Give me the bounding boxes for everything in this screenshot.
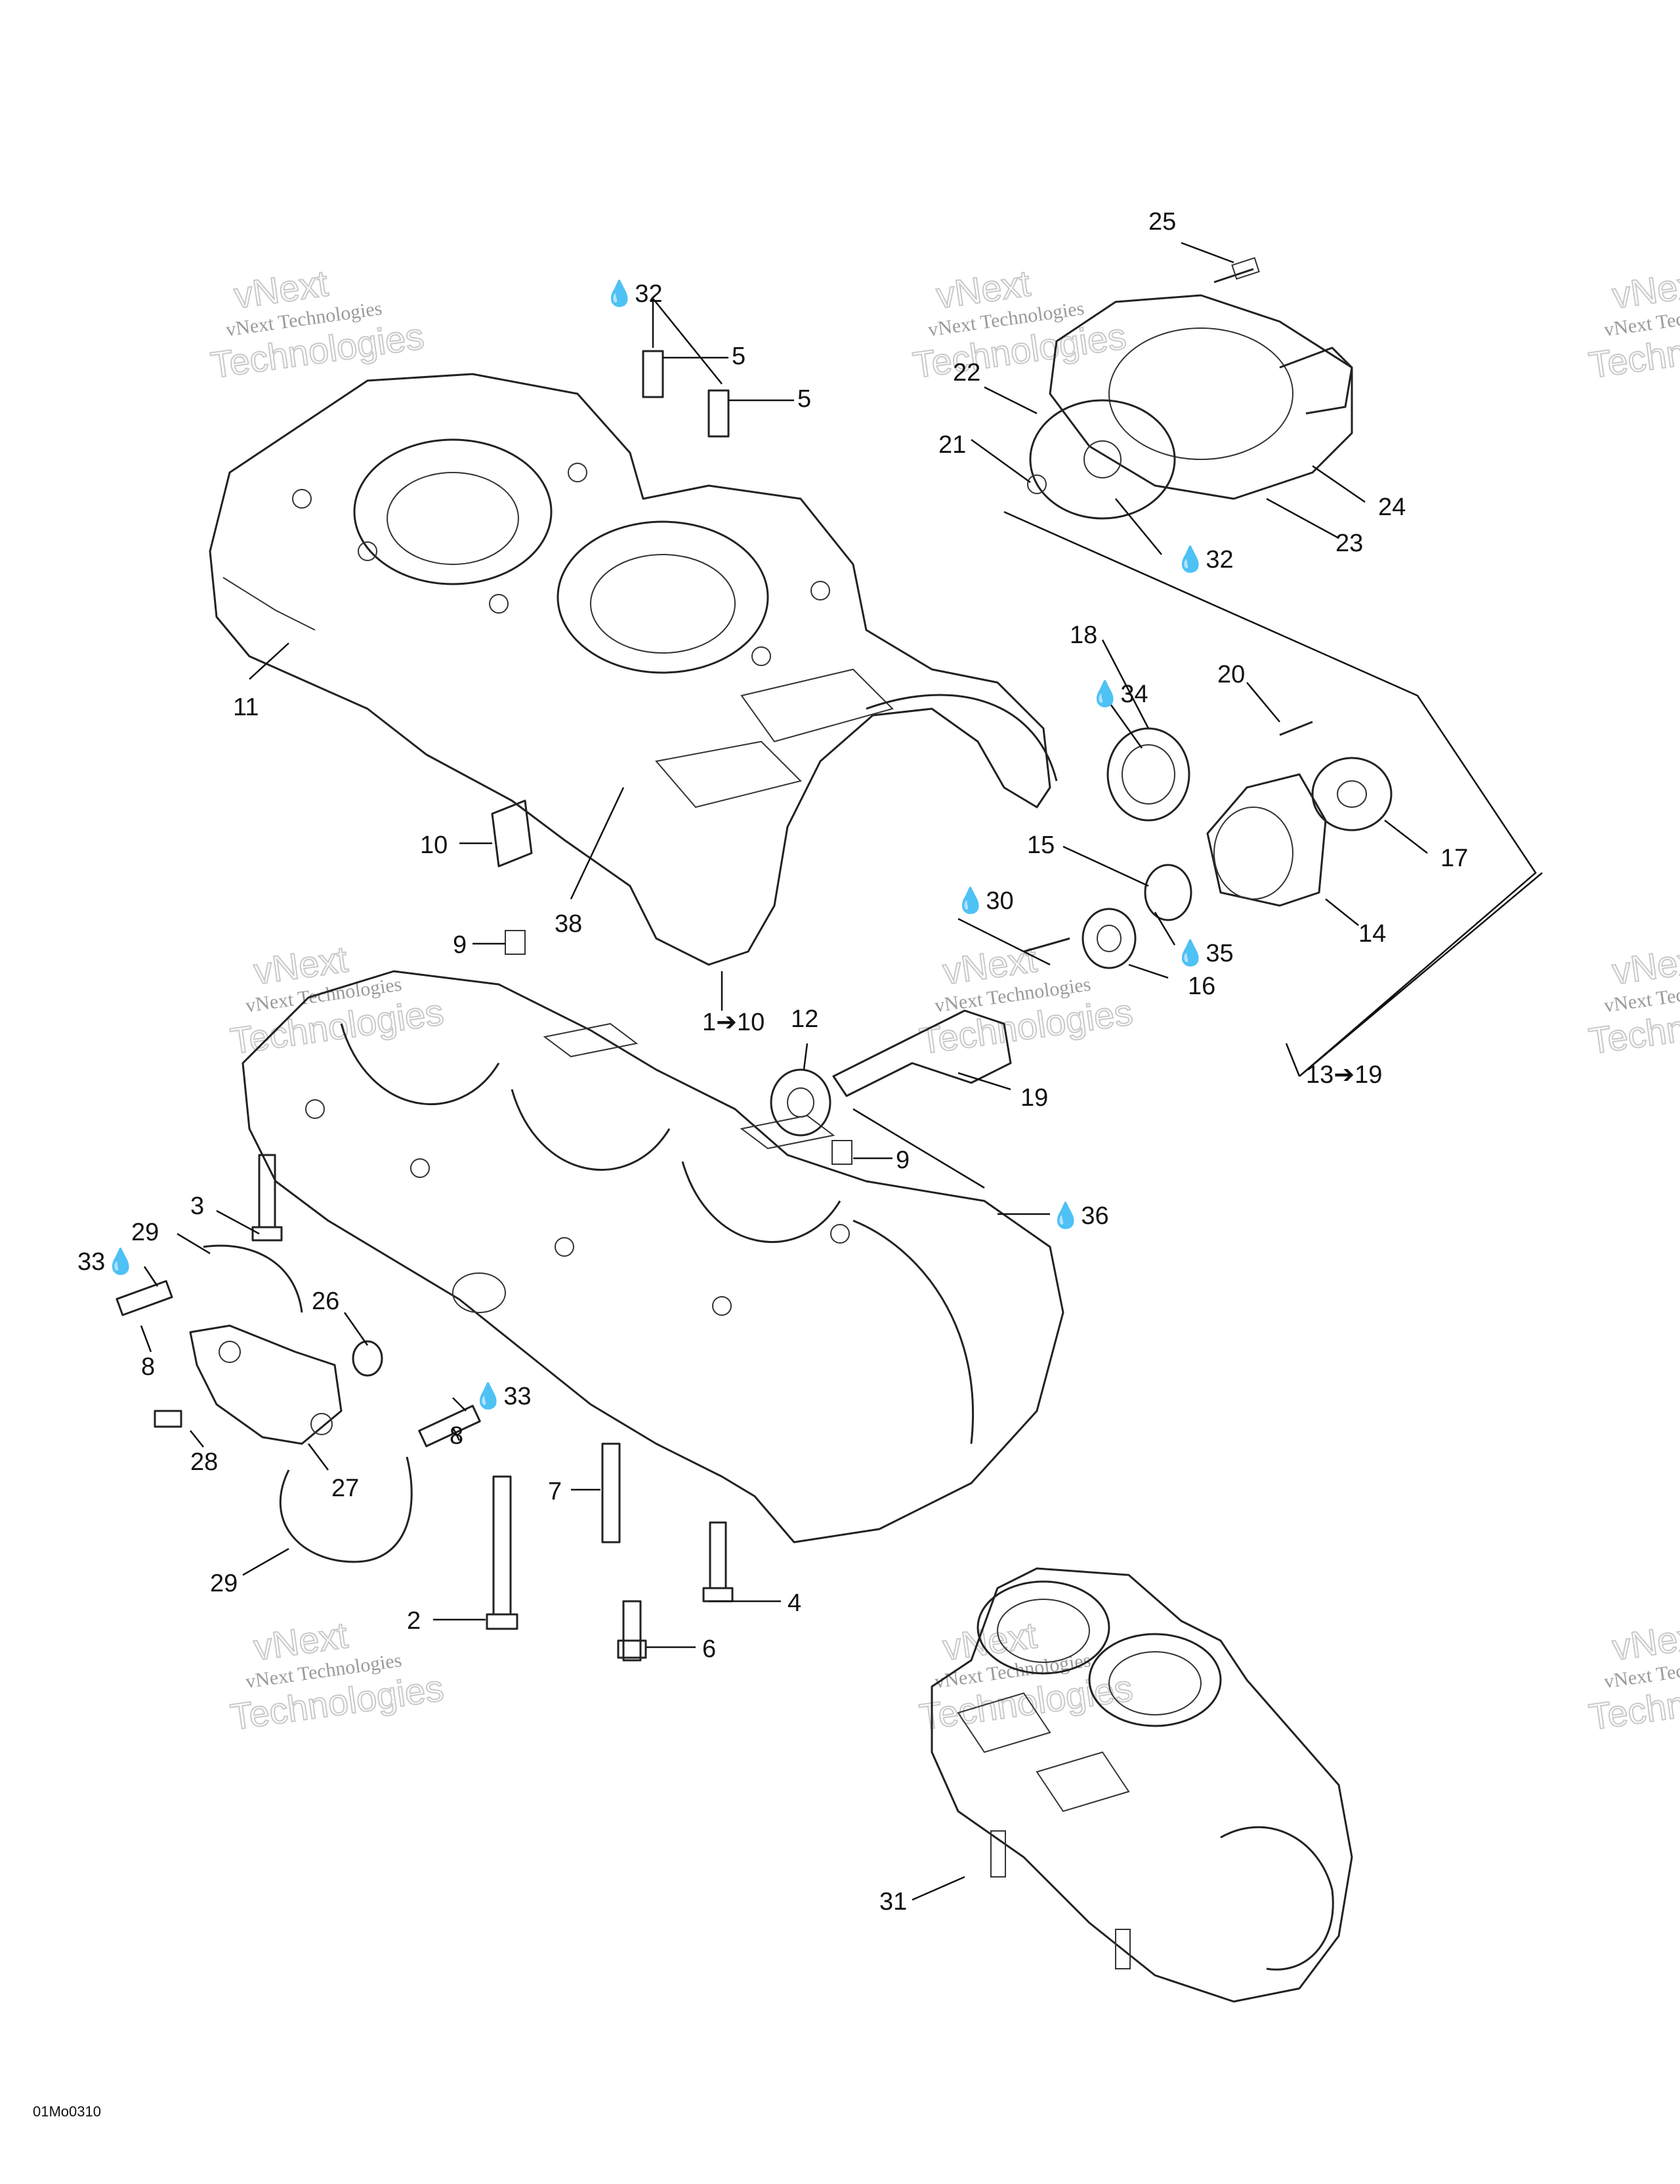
callout-24: 24 — [1378, 494, 1406, 521]
callout-25: 25 — [1148, 208, 1176, 236]
oil-drop-icon: 💧 — [955, 886, 986, 915]
svg-text:vNext: vNext — [1610, 938, 1680, 992]
oil-drop-icon: 💧 — [472, 1381, 503, 1410]
callout-32b: 💧32 — [1175, 545, 1234, 574]
callout-8b: 8 — [450, 1422, 463, 1450]
watermark: vNext vNext Technologies Technologies — [910, 262, 1129, 387]
callout-18: 18 — [1070, 621, 1097, 649]
callout-8a: 8 — [141, 1353, 155, 1381]
callout-38: 38 — [555, 910, 582, 938]
callout-22: 22 — [953, 359, 980, 387]
callout-5a: 5 — [732, 343, 746, 370]
callout-36: 💧36 — [1050, 1201, 1109, 1230]
lower-crankcase-drawing — [242, 970, 1064, 1544]
callout-17: 17 — [1440, 845, 1468, 872]
oil-drop-icon: 💧 — [105, 1247, 136, 1276]
callout-32a: 💧32 — [604, 279, 663, 308]
upper-crankcase-drawing — [209, 373, 1058, 966]
callout-21: 21 — [938, 431, 966, 459]
oil-pump-group-drawing — [116, 1244, 481, 1563]
callout-6: 6 — [702, 1635, 716, 1663]
callout-16: 16 — [1188, 973, 1215, 1000]
watermark: vNext vNext Technologies Technologies — [1586, 938, 1680, 1062]
callout-9a: 9 — [453, 931, 467, 959]
leader-lines — [140, 242, 1543, 1901]
watermark: vNext vNext Technologies Technologies — [227, 938, 446, 1062]
callout-20: 20 — [1217, 661, 1245, 688]
shaft-group-drawing — [491, 721, 1393, 1165]
callout-4: 4 — [788, 1589, 801, 1617]
callout-19: 19 — [1020, 1084, 1048, 1112]
callout-5b: 5 — [797, 385, 811, 413]
svg-text:vNext: vNext — [1610, 262, 1680, 316]
callout-26: 26 — [312, 1288, 339, 1315]
callout-9b: 9 — [896, 1146, 910, 1174]
fasteners-drawing — [251, 350, 734, 1662]
watermark: vNext vNext Technologies Technologies — [916, 938, 1135, 1062]
callout-13to19: 13➔19 — [1306, 1061, 1382, 1089]
watermark: vNext vNext Technologies Technologies — [916, 1614, 1135, 1738]
watermark: vNext vNext Technologies Technologies — [1586, 1614, 1680, 1738]
oil-drop-icon: 💧 — [604, 279, 635, 308]
callout-7: 7 — [548, 1478, 562, 1505]
callout-3: 3 — [190, 1192, 204, 1220]
callout-29b: 29 — [210, 1570, 238, 1597]
callout-34: 💧34 — [1089, 679, 1148, 708]
oil-drop-icon: 💧 — [1175, 545, 1206, 574]
callout-33a: 33💧 — [77, 1247, 136, 1276]
callout-29a: 29 — [131, 1219, 159, 1246]
callout-12: 12 — [791, 1005, 818, 1033]
oil-drop-icon: 💧 — [1175, 938, 1206, 967]
oil-drop-icon: 💧 — [1050, 1201, 1081, 1230]
callout-33b: 💧33 — [472, 1381, 532, 1410]
callout-2: 2 — [407, 1607, 421, 1635]
drawing-code: 01Mo0310 — [33, 2103, 101, 2120]
callout-30: 💧30 — [955, 886, 1014, 915]
callout-11: 11 — [233, 694, 259, 721]
water-pump-housing-drawing — [1027, 257, 1353, 520]
callout-14: 14 — [1358, 920, 1386, 948]
svg-text:vNext: vNext — [1610, 1614, 1680, 1668]
callout-15: 15 — [1027, 831, 1055, 859]
assembled-engine-drawing — [931, 1567, 1353, 2003]
callout-10: 10 — [420, 831, 448, 859]
watermark-group: vNext vNext Technologies Technologies vN… — [207, 262, 1680, 1738]
callout-1to10: 1➔10 — [702, 1009, 765, 1036]
callout-labels: 25 💧32 5 5 22 21 24 23 💧32 18 💧34 20 11 … — [77, 208, 1468, 1916]
callout-28: 28 — [190, 1448, 218, 1476]
callout-31: 31 — [879, 1888, 907, 1916]
watermark: vNext vNext Technologies Technologies — [1586, 262, 1680, 387]
oil-drop-icon: 💧 — [1089, 679, 1120, 708]
callout-35: 💧35 — [1175, 938, 1234, 967]
callout-23: 23 — [1335, 530, 1363, 557]
watermark: vNext vNext Technologies Technologies — [207, 262, 427, 387]
callout-27: 27 — [331, 1475, 359, 1502]
